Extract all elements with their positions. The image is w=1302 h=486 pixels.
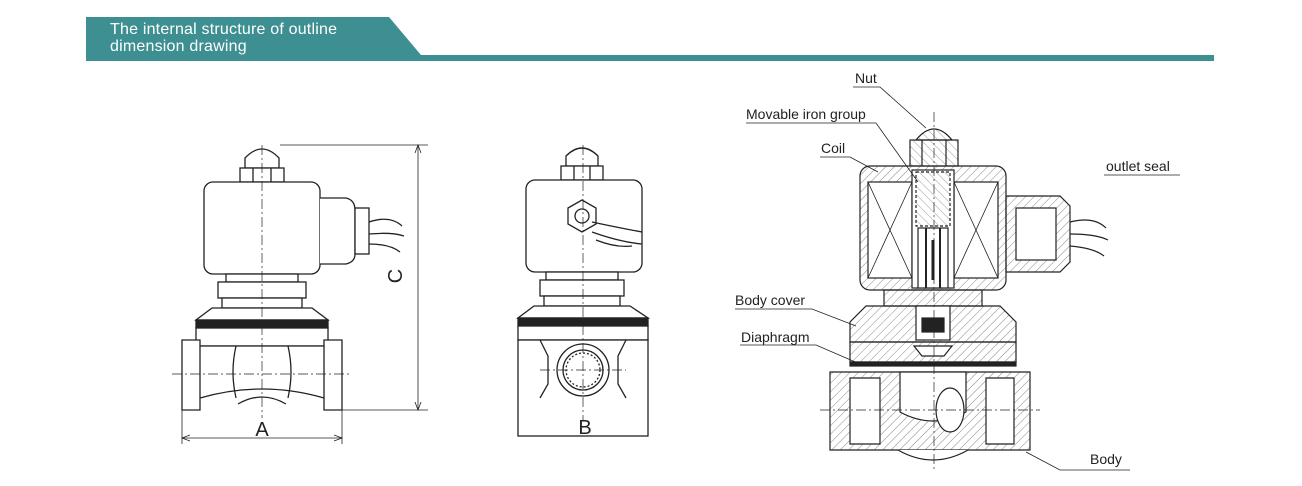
- callout-movable-iron-group: Movable iron group: [746, 106, 866, 122]
- page-title: The internal structure of outline dimens…: [110, 21, 338, 55]
- callout-body: Body: [1090, 451, 1122, 467]
- callout-leaders: [735, 86, 1180, 471]
- side-view: [516, 145, 651, 437]
- callout-diaphragm: Diaphragm: [741, 329, 809, 345]
- callout-nut: Nut: [855, 70, 877, 86]
- dimension-label-a: A: [255, 419, 269, 441]
- front-view: [172, 143, 428, 444]
- header-underline: [86, 55, 1214, 61]
- callout-outlet-seal: outlet seal: [1106, 158, 1170, 174]
- dimension-label-c: C: [385, 269, 407, 283]
- dimension-label-b: B: [578, 417, 591, 439]
- header-tab: [86, 17, 426, 61]
- section-view: [820, 112, 1109, 470]
- callout-body-cover: Body cover: [735, 292, 805, 308]
- callout-coil: Coil: [821, 140, 845, 156]
